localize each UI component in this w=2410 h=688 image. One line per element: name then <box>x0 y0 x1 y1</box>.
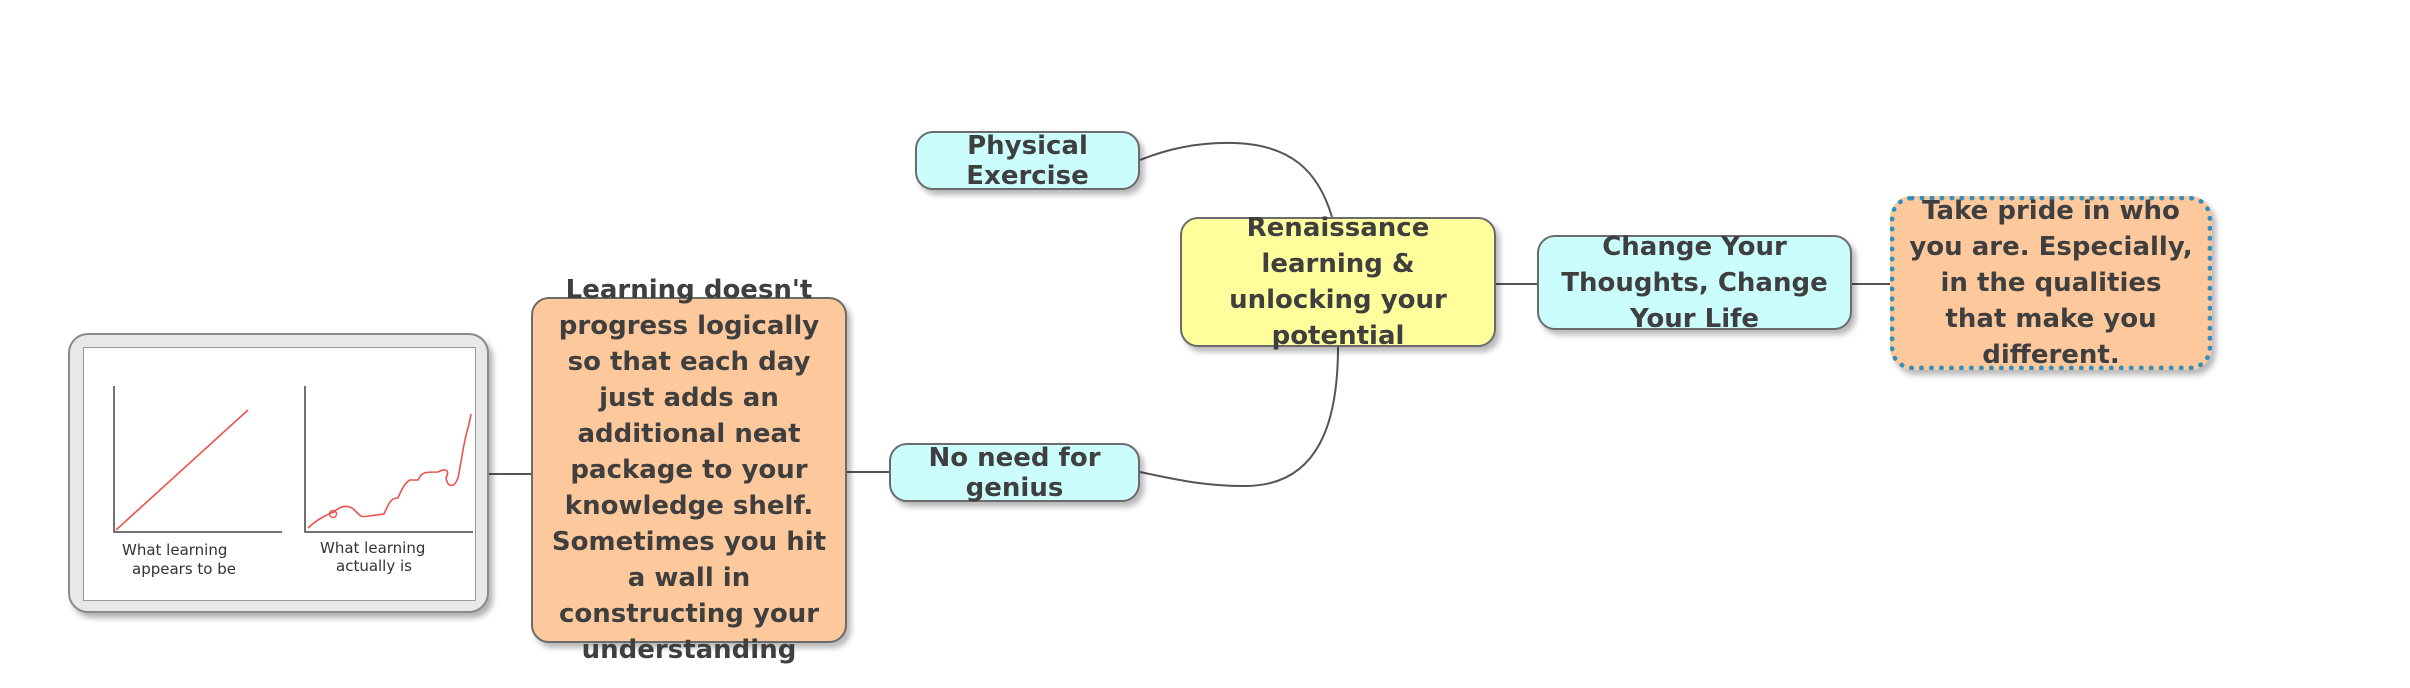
central-topic-label: Renaissance learning & unlocking your po… <box>1229 213 1447 351</box>
change-thoughts-label: Change Your Thoughts, Change Your Life <box>1561 231 1828 334</box>
connector-central-physical <box>1139 141 1333 218</box>
take-pride-note-node[interactable]: Take pride in who you are. Especially, i… <box>1890 196 2212 370</box>
learning-note-node[interactable]: Learning doesn't progress logically so t… <box>531 275 847 665</box>
sketch-canvas: What learning appears to be What learnin… <box>83 347 476 601</box>
learning-sketch: What learning appears to be What learnin… <box>113 386 473 578</box>
physical-exercise-label: Physical Exercise <box>966 130 1089 191</box>
right-sketch-axes <box>304 386 473 533</box>
central-topic-node[interactable]: Renaissance learning & unlocking your po… <box>1180 213 1496 351</box>
left-sketch-axes <box>113 386 282 533</box>
learning-sketch-image-node[interactable]: What learning appears to be What learnin… <box>68 333 489 613</box>
left-caption-line1: What learning <box>122 541 227 559</box>
right-caption-line2: actually is <box>336 557 412 575</box>
connector-central-genius <box>1139 346 1339 488</box>
right-sketch-wavy-line <box>307 413 472 529</box>
right-sketch-loop <box>328 509 338 519</box>
learning-note-label: Learning doesn't progress logically so t… <box>551 275 827 665</box>
no-need-for-genius-label: No need for genius <box>928 442 1101 503</box>
change-thoughts-node[interactable]: Change Your Thoughts, Change Your Life <box>1537 232 1852 334</box>
left-caption-line2: appears to be <box>132 560 236 578</box>
no-need-for-genius-node[interactable]: No need for genius <box>889 442 1140 503</box>
right-caption-line1: What learning <box>320 539 425 557</box>
take-pride-label: Take pride in who you are. Especially, i… <box>1909 196 2193 370</box>
physical-exercise-node[interactable]: Physical Exercise <box>915 130 1140 191</box>
left-sketch-straight-line <box>115 409 249 531</box>
